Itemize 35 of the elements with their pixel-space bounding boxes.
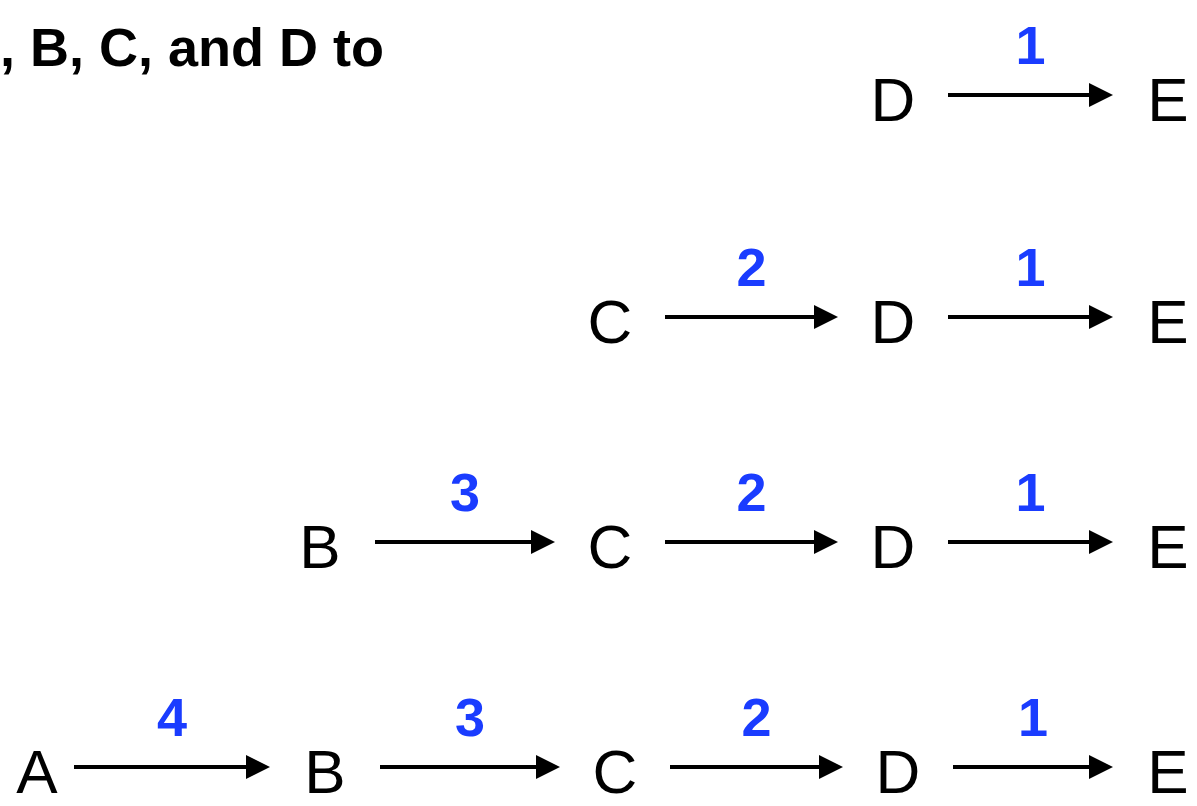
node-letter: B <box>304 741 346 803</box>
arrow <box>380 755 560 779</box>
node-letter: C <box>592 741 638 803</box>
node-letter: D <box>875 741 921 803</box>
edge-label: 1 <box>1014 18 1047 72</box>
arrow <box>948 530 1113 554</box>
edge-label: 2 <box>735 240 768 294</box>
node-letter: E <box>1147 291 1189 353</box>
node-letter: D <box>870 516 916 578</box>
node-letter: E <box>1147 516 1189 578</box>
edge-label: 3 <box>448 465 481 519</box>
node-letter: D <box>870 69 916 131</box>
edge-label: 4 <box>155 690 188 744</box>
arrow <box>948 305 1113 329</box>
node-letter: E <box>1147 741 1189 803</box>
arrow <box>953 755 1113 779</box>
node-letter: D <box>870 291 916 353</box>
title: , B, C, and D to <box>0 18 384 78</box>
arrow <box>948 83 1113 107</box>
node-letter: C <box>587 291 633 353</box>
edge-label: 1 <box>1014 240 1047 294</box>
arrow <box>670 755 843 779</box>
node-letter: C <box>587 516 633 578</box>
node-letter: B <box>299 516 341 578</box>
edge-label: 3 <box>453 690 486 744</box>
edge-label: 2 <box>735 465 768 519</box>
arrow <box>375 530 555 554</box>
edge-label: 2 <box>740 690 773 744</box>
node-letter: A <box>16 741 58 803</box>
edge-label: 1 <box>1016 690 1049 744</box>
edge-label: 1 <box>1014 465 1047 519</box>
node-letter: E <box>1147 69 1189 131</box>
arrow <box>665 305 838 329</box>
arrow <box>665 530 838 554</box>
arrow <box>74 755 270 779</box>
